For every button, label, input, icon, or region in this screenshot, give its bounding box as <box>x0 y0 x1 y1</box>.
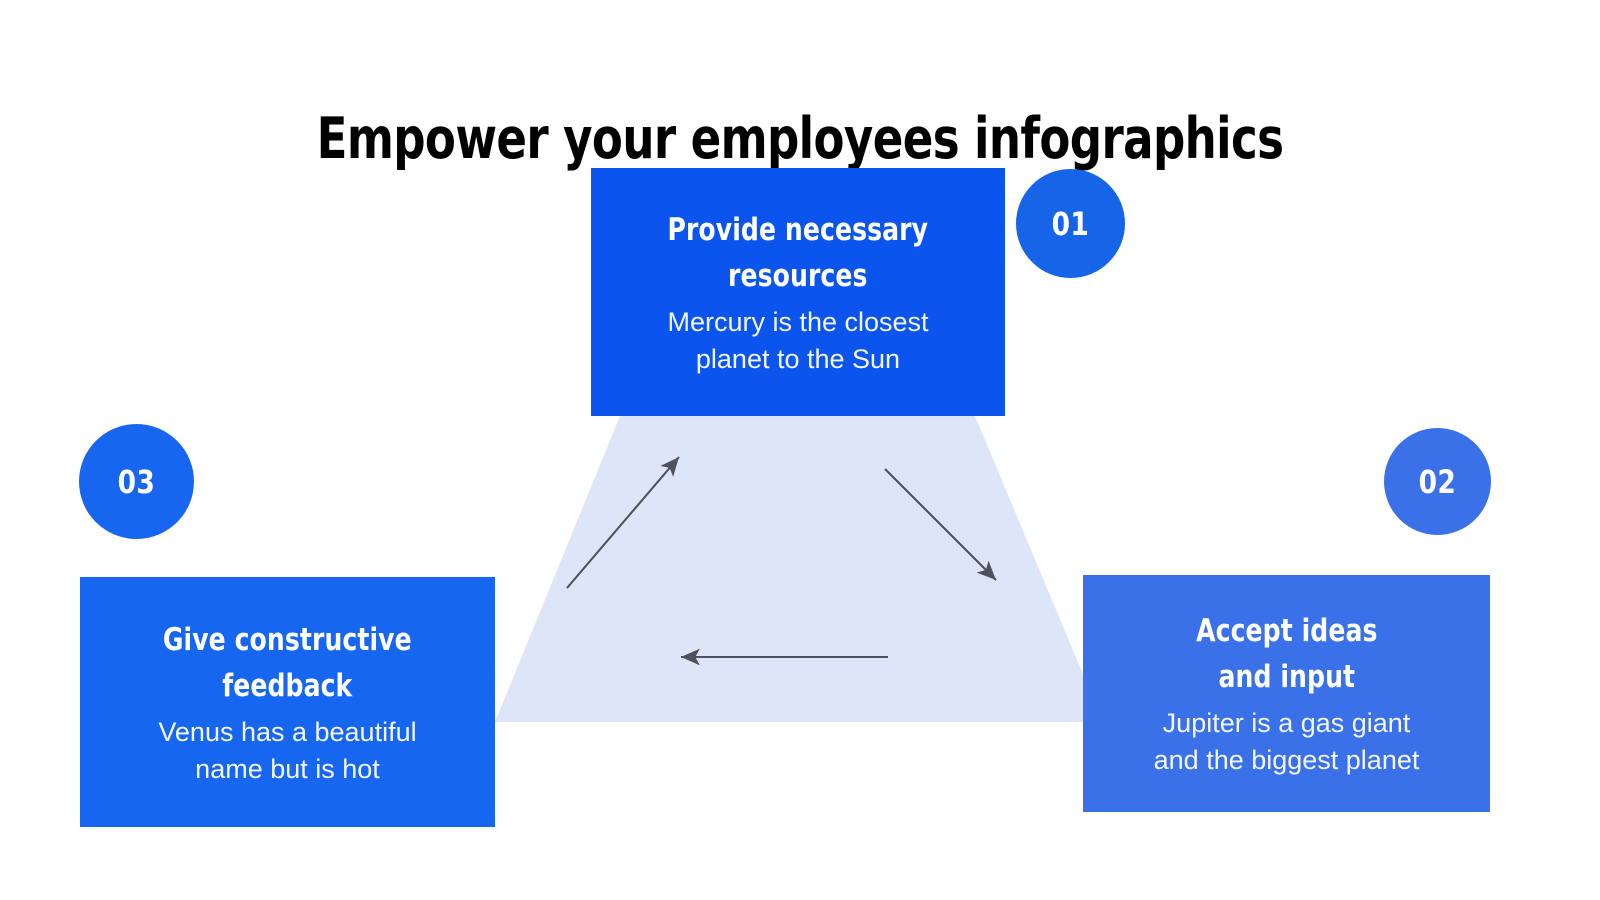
step-card-03-body: Venus has a beautiful name but is hot <box>158 716 417 784</box>
step-badge-03[interactable]: 03 <box>79 424 194 539</box>
step-card-01-title: Provide necessary resources <box>667 211 929 294</box>
page-title: Empower your employees infographics <box>316 106 1284 173</box>
arrow-top-to-right-icon <box>884 468 997 581</box>
step-badge-02[interactable]: 02 <box>1384 428 1491 535</box>
step-card-02[interactable]: Accept ideas and input Jupiter is a gas … <box>1083 575 1490 812</box>
step-card-01-body: Mercury is the closest planet to the Sun <box>667 306 929 374</box>
step-card-02-title: Accept ideas and input <box>1195 613 1378 695</box>
step-badge-01-number: 01 <box>1051 204 1090 243</box>
funnel-trapezoid-shape <box>495 416 1103 722</box>
step-card-03-title: Give constructive feedback <box>163 621 412 704</box>
arrow-left-to-top-icon <box>566 456 680 589</box>
step-badge-02-number: 02 <box>1418 462 1457 501</box>
step-card-02-body: Jupiter is a gas giant and the biggest p… <box>1153 708 1420 775</box>
step-card-03[interactable]: Give constructive feedback Venus has a b… <box>80 577 495 827</box>
step-card-01[interactable]: Provide necessary resources Mercury is t… <box>591 168 1005 416</box>
step-badge-03-number: 03 <box>117 462 156 501</box>
step-badge-01[interactable]: 01 <box>1016 169 1125 278</box>
